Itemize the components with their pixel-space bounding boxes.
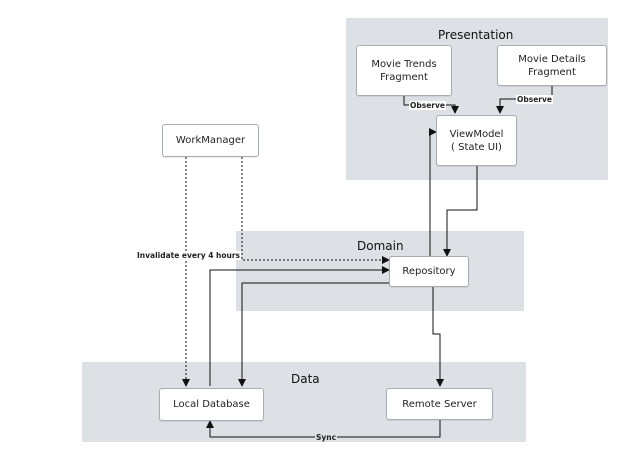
presentation-layer-title: Presentation xyxy=(438,28,514,42)
local-database-node: Local Database xyxy=(159,388,264,421)
viewmodel-node: ViewModel ( State UI) xyxy=(436,115,517,166)
edge-local-db-to-repository xyxy=(209,266,390,386)
domain-layer-title: Domain xyxy=(357,239,404,253)
edge-repository-to-remote-server xyxy=(432,287,444,387)
remote-server-node: Remote Server xyxy=(386,388,493,420)
edge-workmanager-to-repository xyxy=(241,157,390,264)
data-layer-title: Data xyxy=(291,372,320,386)
edge-repository-to-viewmodel xyxy=(429,128,437,258)
edge-repository-to-local-db xyxy=(238,282,389,387)
movie-details-fragment-node: Movie Details Fragment xyxy=(497,45,607,86)
edge-viewmodel-to-repository xyxy=(443,166,478,257)
movie-trends-fragment-node: Movie Trends Fragment xyxy=(356,45,452,96)
edge-label-observe-details: Observe xyxy=(516,95,553,104)
edge-label-observe-trends: Observe xyxy=(409,101,446,110)
workmanager-node: WorkManager xyxy=(162,124,259,157)
edge-label-invalidate: Invalidate every 4 hours xyxy=(136,251,242,260)
repository-node: Repository xyxy=(389,256,469,287)
edge-label-sync: Sync xyxy=(315,433,338,442)
domain-layer-panel xyxy=(236,231,524,311)
